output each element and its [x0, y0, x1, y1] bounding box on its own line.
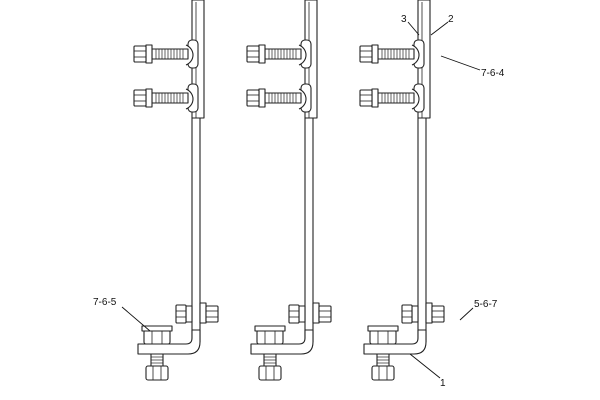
callout-3-label: 3 [401, 14, 407, 25]
callout-2-label: 2 [448, 14, 454, 25]
callout-1-leader [409, 353, 441, 379]
post-assembly-middle [247, 0, 331, 380]
callout-5-6-7-leader [459, 307, 474, 321]
post-assembly-left [134, 0, 218, 380]
callout-7-6-4-label: 7-6-4 [481, 68, 505, 79]
callout-7-6-4-leader [440, 55, 481, 71]
callout-7-6-5-label: 7-6-5 [93, 297, 117, 308]
callout-1-label: 1 [440, 378, 446, 389]
post-assembly-right [360, 0, 444, 380]
callout-7-6-5-leader [121, 306, 151, 332]
callout-3-leader [407, 21, 420, 36]
callout-5-6-7-label: 5-6-7 [474, 299, 498, 310]
callout-2-leader [430, 21, 449, 36]
